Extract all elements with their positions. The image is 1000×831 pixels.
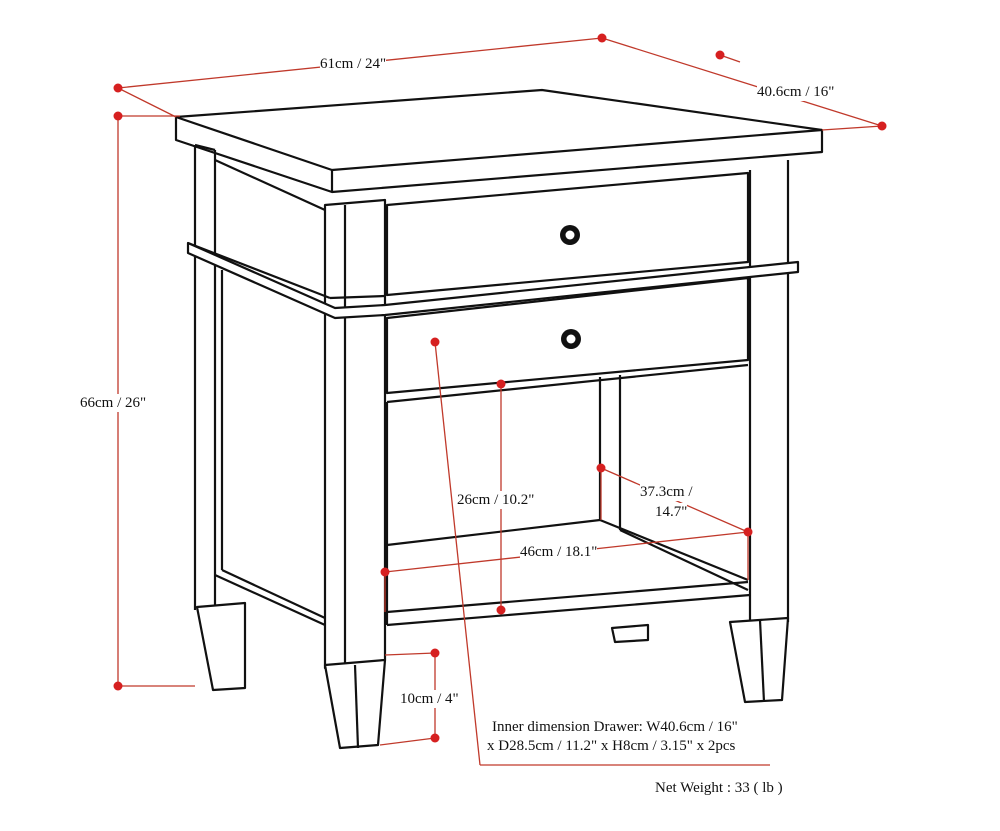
shelf-depth-label-line2: 14.7" xyxy=(655,503,688,521)
drawer-knob-icons xyxy=(560,225,581,349)
drawer-inner-dimension-line1: Inner dimension Drawer: W40.6cm / 16" xyxy=(492,719,738,735)
net-weight-label: Net Weight : 33 ( lb ) xyxy=(655,780,783,796)
drawer-inner-dimension-line2: x D28.5cm / 11.2" x H8cm / 3.15" x 2pcs xyxy=(487,738,736,754)
depth-dimension-label: 40.6cm / 16" xyxy=(757,83,835,101)
width-dimension-label: 61cm / 24" xyxy=(320,55,387,73)
shelf-opening-height-label: 26cm / 10.2" xyxy=(457,491,535,509)
dimension-endpoint-dots xyxy=(113,33,887,743)
leg-height-label: 10cm / 4" xyxy=(400,690,459,708)
shelf-depth-label-line1: 37.3cm / xyxy=(640,483,693,501)
shelf-width-label: 46cm / 18.1" xyxy=(520,543,598,561)
nightstand-outline xyxy=(174,88,824,750)
height-dimension-label: 66cm / 26" xyxy=(80,394,147,412)
